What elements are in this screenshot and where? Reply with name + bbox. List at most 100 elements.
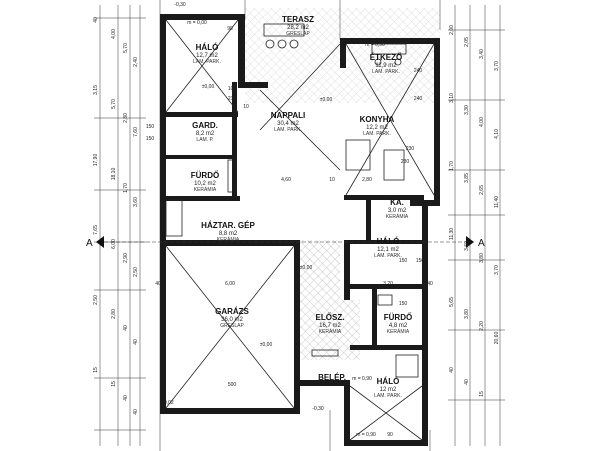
dimension-label-left: 40 — [133, 339, 139, 345]
dimension-label-left: 40 — [133, 409, 139, 415]
dimension-label-right: 2,05 — [464, 37, 470, 47]
diagonal-lines — [165, 19, 435, 441]
dimension-label-left: 3,60 — [133, 197, 139, 207]
dimension-label-left: 5,70 — [123, 43, 129, 53]
level-mark: ±0,00 — [260, 342, 273, 348]
dimension-label-right: 15 — [479, 391, 485, 397]
room-name-terasz: TERASZ — [282, 15, 314, 24]
room-area-halo2: 12,1 m2 — [377, 247, 399, 253]
section-label-right: A — [478, 238, 485, 249]
room-material-halo1: LAM. PARK. — [193, 59, 221, 65]
dimension-label-right: 2,00 — [449, 25, 455, 35]
dimension-label-left: 15 — [93, 367, 99, 373]
level-mark: ±0,00 — [320, 97, 333, 103]
dimension-label-left: 5,70 — [111, 99, 117, 109]
entry-hatch — [298, 240, 360, 360]
dimension-label-left: 40 — [123, 325, 129, 331]
room-area-etkezo: 11,9 m2 — [375, 63, 397, 69]
room-name-ka: KA. — [390, 198, 404, 207]
dimension-label-left: 15 — [111, 381, 117, 387]
room-area-halo1: 12,7 m2 — [196, 53, 218, 59]
dimension-label-inner: 4,60 — [281, 177, 291, 183]
dimension-label-right: 40 — [464, 379, 470, 385]
dimension-label-right: 2,65 — [479, 185, 485, 195]
dimension-label-inner: 2,80 — [362, 177, 372, 183]
dimension-label-left: 1,70 — [123, 183, 129, 193]
room-area-nappali: 30,4 m2 — [277, 121, 299, 127]
room-name-haztart: HÁZTAR. GÉP — [201, 221, 255, 230]
dimension-label-inner: 150 — [146, 136, 155, 142]
dimension-label-right: 3,80 — [464, 309, 470, 319]
room-material-halo3: LAM. PARK. — [374, 393, 402, 399]
room-material-terasz: GRESLAP — [286, 31, 310, 37]
room-name-halo1: HÁLÓ — [196, 43, 219, 52]
dimension-label-left: 4,00 — [111, 29, 117, 39]
dimension-label-left: 7,65 — [93, 225, 99, 235]
room-material-garazs: GRESLAP — [220, 323, 244, 329]
room-area-halo3: 12 m2 — [380, 387, 397, 393]
dimension-label-left: 2,50 — [133, 267, 139, 277]
misc-label: m = 0,90 — [356, 432, 376, 438]
room-name-nappali: NAPPALI — [271, 111, 306, 120]
dimension-label-right: 40 — [449, 367, 455, 373]
dimension-label-left: 18,10 — [111, 168, 117, 181]
level-mark: -0,30 — [312, 406, 324, 412]
room-name-gard: GARD. — [192, 121, 218, 130]
dimension-label-right: 3,40 — [479, 49, 485, 59]
room-name-garazs: GARÁZS — [215, 307, 249, 316]
dimension-label-right: 3,30 — [464, 105, 470, 115]
misc-labels: m = 0,00m = 0,90m = 0,90m = 0,90 — [187, 20, 385, 438]
dimension-label-left: 2,90 — [123, 253, 129, 263]
dimension-label-inner: 40 — [155, 281, 161, 287]
left-dimension-labels: 404,005,702,403,155,702,807,6017,9018,10… — [93, 17, 139, 415]
room-area-garazs: 36,0 m2 — [221, 317, 243, 323]
right-dimension-lines — [448, 5, 505, 446]
room-area-furdo2: 4,8 m2 — [389, 323, 408, 329]
level-mark: ±0,00 — [300, 265, 313, 271]
room-material-furdo2: KERÁMIA — [387, 328, 410, 335]
dimension-label-left: 2,80 — [123, 113, 129, 123]
dimension-label-inner: 230 — [401, 159, 410, 165]
room-material-etkezo: LAM. PARK. — [372, 69, 400, 75]
room-area-furdo1: 10,2 m2 — [194, 181, 216, 187]
dimension-label-right: 3,70 — [494, 265, 500, 275]
room-area-terasz: 28,2 m2 — [287, 25, 309, 31]
right-dimension-labels: 2,002,053,403,703,103,304,004,101,703,85… — [449, 25, 500, 397]
room-name-belep: BELÉP. — [318, 373, 346, 382]
room-name-furdo1: FÜRDŐ — [191, 171, 219, 180]
dimension-label-left: 7,60 — [133, 127, 139, 137]
dimension-label-right: 3,10 — [449, 93, 455, 103]
dimension-label-inner: 240 — [414, 96, 423, 102]
room-area-eloszo: 16,7 m2 — [319, 323, 341, 329]
room-material-nappali: LAM. PARK. — [274, 127, 302, 133]
misc-label: m = 0,90 — [352, 376, 372, 382]
dimension-label-left: 6,00 — [111, 239, 117, 249]
left-dimension-lines — [94, 5, 146, 446]
dimension-label-inner: 100 — [228, 86, 237, 92]
room-material-eloszo: KERÁMIA — [319, 328, 342, 335]
room-material-halo2: LAM. PARK. — [374, 253, 402, 259]
room-material-gard: LAM. P. — [196, 137, 213, 143]
room-name-eloszo: ELŐSZ. — [316, 313, 345, 322]
room-material-haztart: KERÁMIA — [217, 236, 240, 243]
room-name-furdo2: FÜRDŐ — [384, 313, 412, 322]
room-area-gard: 8,2 m2 — [196, 131, 215, 137]
dimension-label-right: 11,30 — [449, 228, 455, 240]
dimension-label-inner: 500 — [228, 382, 237, 388]
misc-label: m = 0,00 — [187, 20, 207, 26]
room-name-halo2: HÁLÓ — [377, 237, 400, 246]
section-marker-left: A — [86, 236, 104, 249]
room-material-ka: KERÁMIA — [386, 213, 409, 220]
room-area-ka: 3,0 m2 — [388, 208, 407, 214]
level-mark: -0,30 — [174, 2, 186, 8]
dimension-label-right: 2,20 — [479, 321, 485, 331]
dimension-label-inner: 240 — [414, 68, 423, 74]
dimension-label-left: 40 — [93, 17, 99, 23]
dimension-label-left: 2,80 — [111, 309, 117, 319]
dimension-label-right: 11,40 — [494, 196, 500, 208]
dimension-label-inner: 10 — [329, 177, 335, 183]
furniture — [165, 23, 419, 378]
